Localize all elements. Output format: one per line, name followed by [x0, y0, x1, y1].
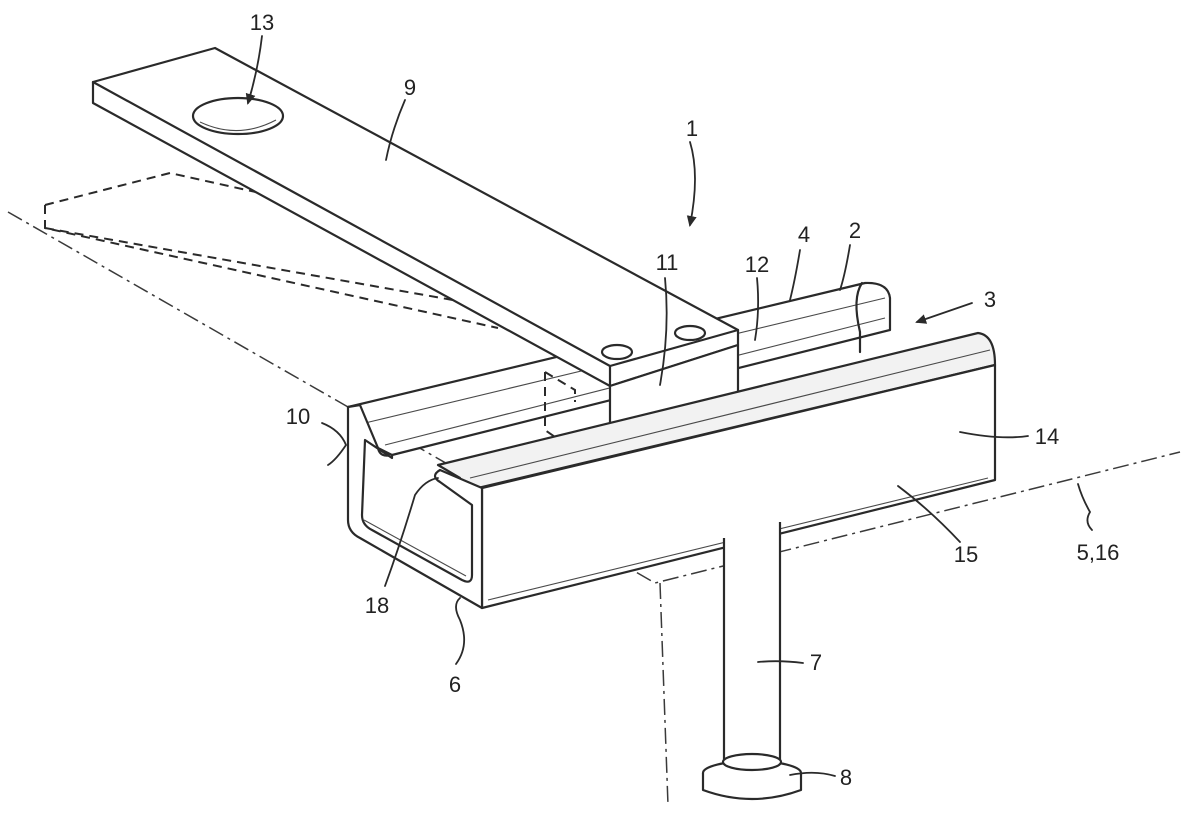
label-1: 1: [686, 116, 698, 141]
front-rail: [346, 331, 997, 610]
arm-9: [91, 46, 740, 388]
label-6: 6: [449, 672, 461, 697]
label-14: 14: [1035, 424, 1059, 449]
label-9: 9: [404, 75, 416, 100]
label-4: 4: [798, 222, 810, 247]
label-8: 8: [840, 765, 852, 790]
label-11: 11: [656, 250, 679, 275]
label-10: 10: [286, 404, 310, 429]
mounting-hole-13: [191, 96, 285, 136]
label-15: 15: [954, 542, 978, 567]
label-7: 7: [810, 650, 822, 675]
leader-lines: [245, 35, 1093, 777]
support-post: [701, 522, 803, 801]
screw-hole-right: [673, 324, 707, 342]
reference-numerals: 13 9 1 2 4 12 11 3 10 14 15 5,16 18 6 7 …: [250, 10, 1120, 790]
label-18: 18: [365, 593, 389, 618]
label-3: 3: [984, 287, 996, 312]
label-13: 13: [250, 10, 274, 35]
label-5-16: 5,16: [1077, 540, 1120, 565]
reference-plane: [7, 211, 1181, 806]
label-12: 12: [745, 252, 769, 277]
screw-hole-left: [600, 343, 634, 361]
label-2: 2: [849, 218, 861, 243]
